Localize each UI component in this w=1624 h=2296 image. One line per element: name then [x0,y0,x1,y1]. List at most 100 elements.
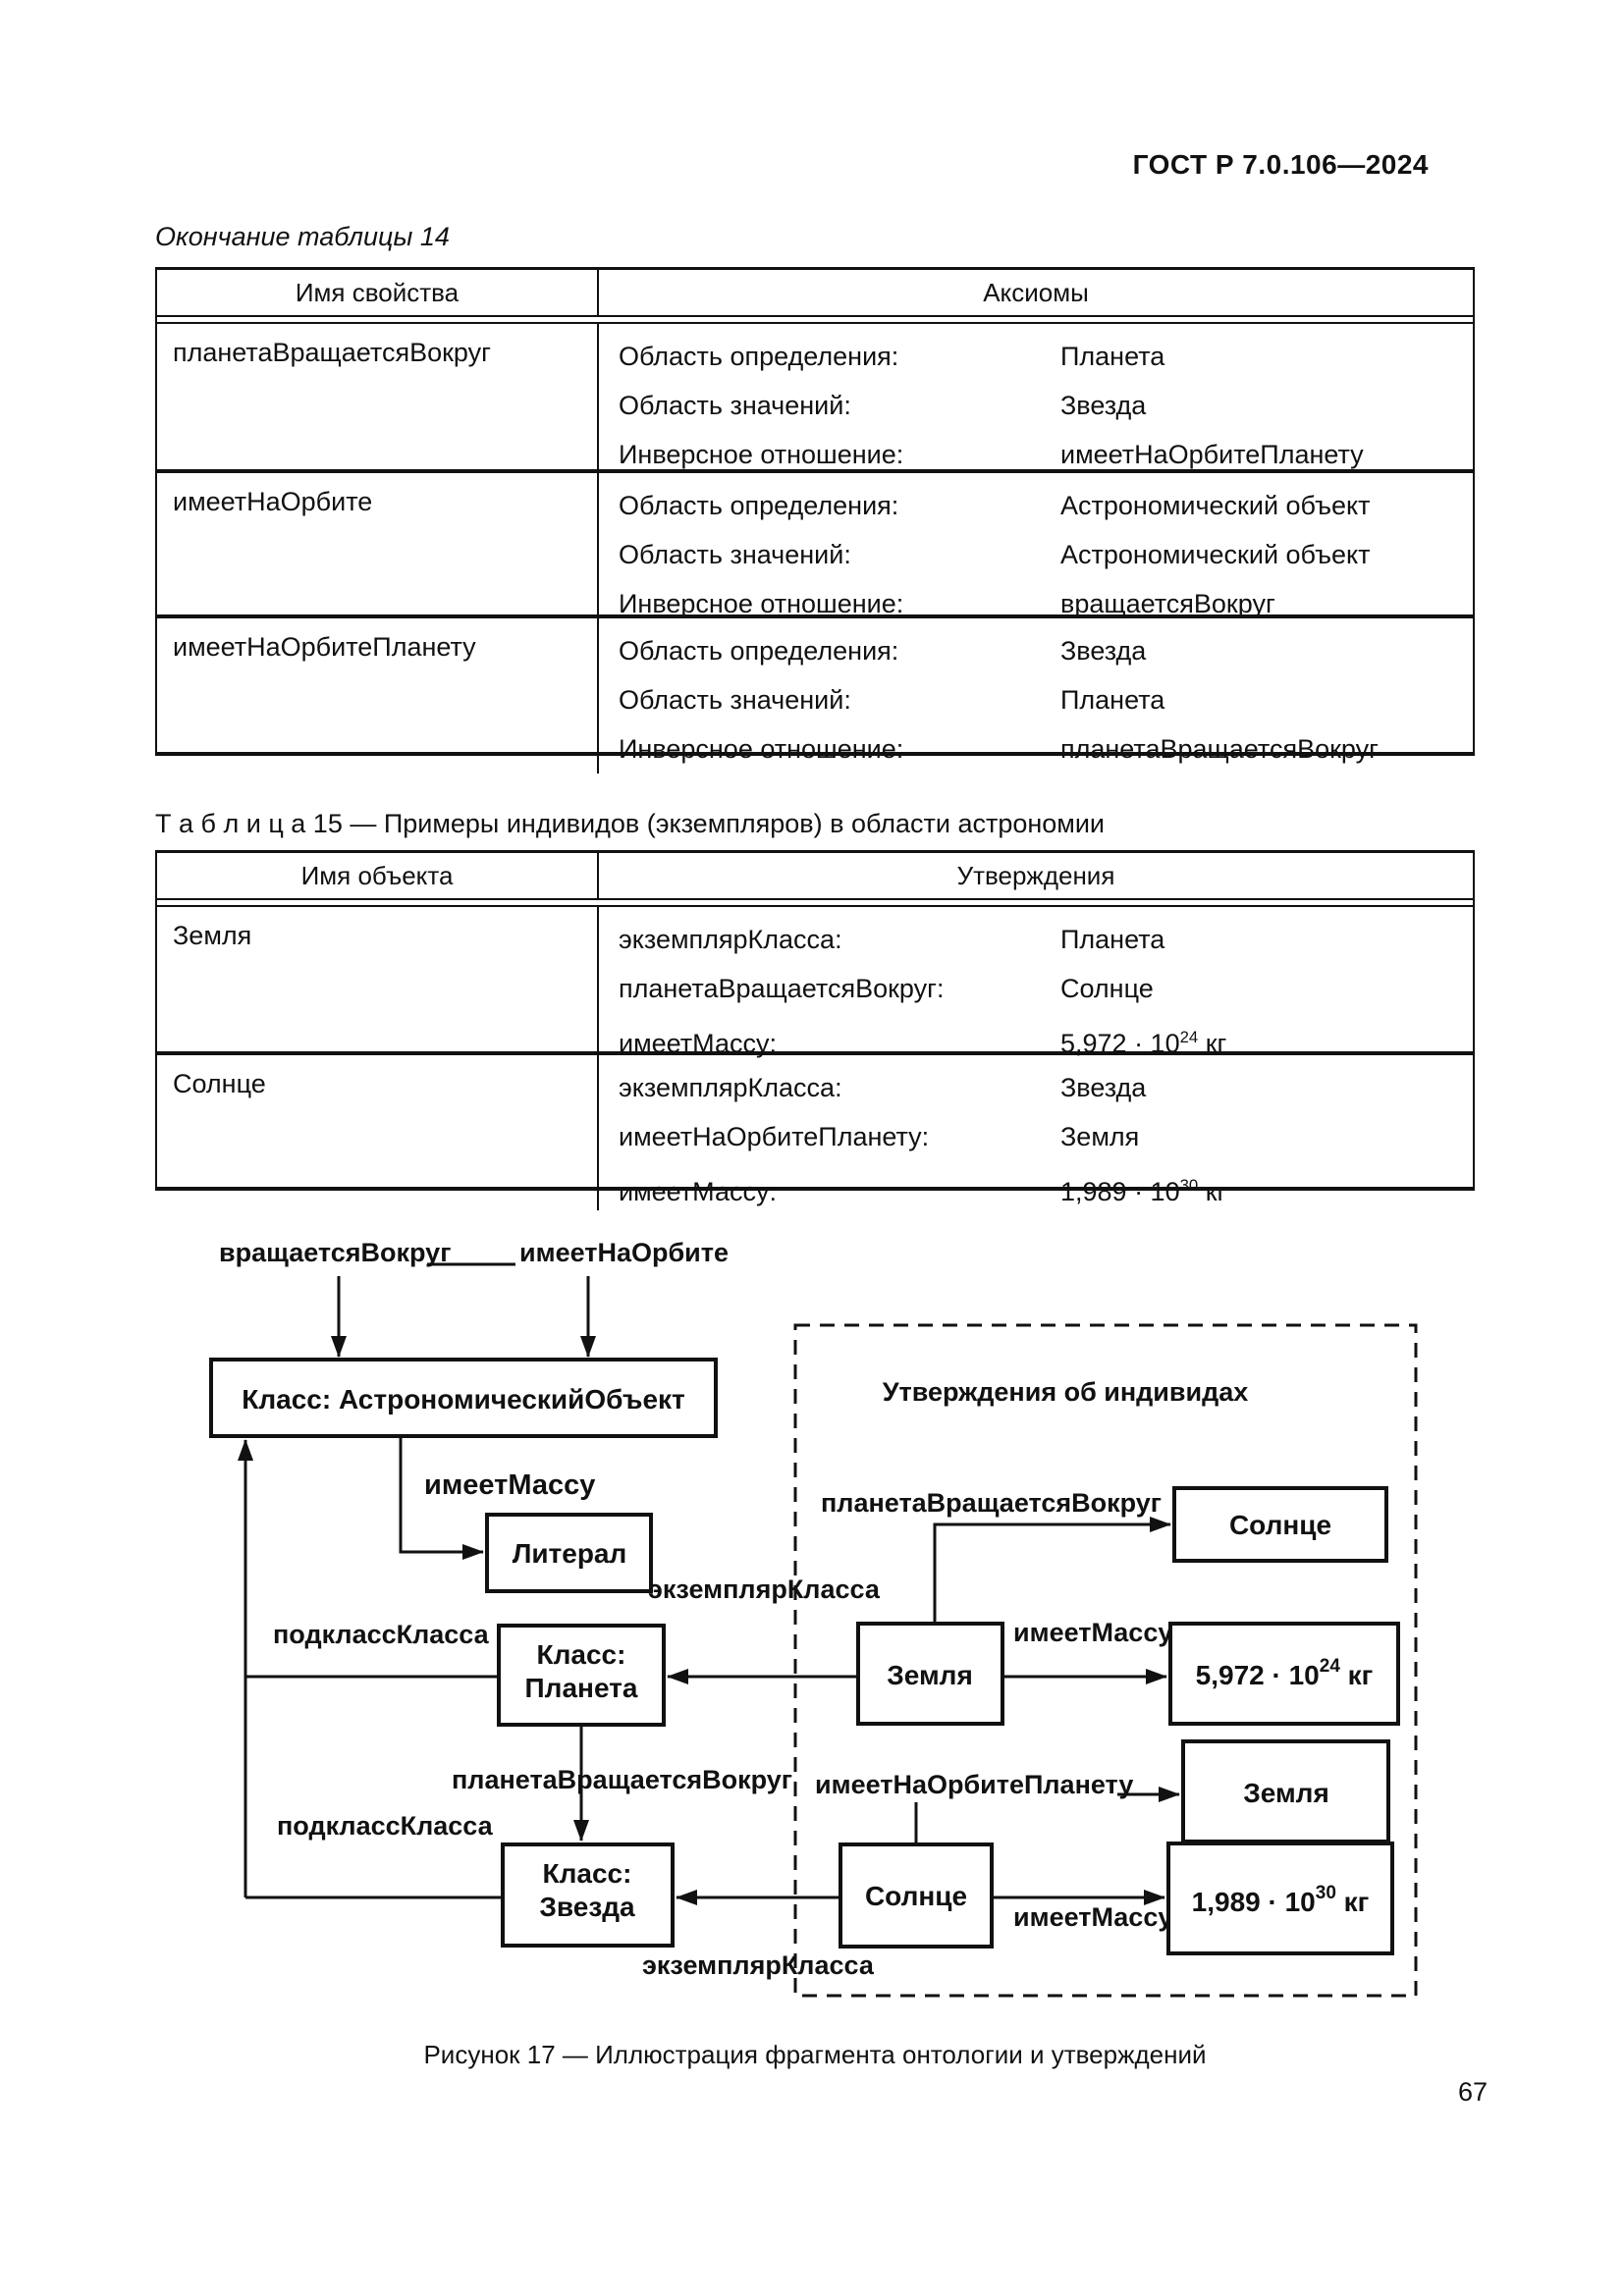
detail-label: Инверсное отношение: [619,440,904,469]
earth-individual-box [856,1622,1004,1726]
figure-caption: Рисунок 17 — Иллюстрация фрагмента онтол… [423,2040,1207,2069]
class-astronomical-object-label: Класс: АстрономическийОбъект [242,1384,685,1415]
detail-label: экземплярКласса: [619,1073,842,1102]
detail-value: Астрономический объект [1060,491,1371,520]
detail-value: Планета [1060,342,1165,371]
detail-label: Область значений: [619,685,851,715]
instance-of-top-label: экземплярКласса [648,1575,881,1604]
earth-individual-right-label: Земля [1243,1778,1329,1808]
detail-label: Область определения: [619,636,899,666]
detail-value: Звезда [1060,391,1147,420]
table15-title: Т а б л и ц а 15 — Примеры индивидов (эк… [155,809,1106,838]
detail-value: планетаВращаетсяВокруг [1060,734,1379,764]
detail-value: Земля [1060,1122,1140,1151]
sun-mass-value: 1,989 · 1030 кг [1192,1883,1370,1917]
detail-line: планетаВращаетсяВокруг: Солнце [599,964,1473,1013]
sun-individual-bottom-box [839,1842,994,1949]
class-astronomical-object-box [209,1358,718,1438]
has-mass-bottom-label: имеетМассу [1013,1902,1172,1932]
page-number: 67 [1457,2077,1488,2107]
column-header-property-name: Имя свойства [157,270,599,315]
detail-line: Область определения: Звезда [599,626,1473,675]
detail-line: Инверсное отношение: вращаетсяВокруг [599,579,1473,628]
detail-line: экземплярКласса: Звезда [599,1063,1473,1112]
detail-line: Инверсное отношение: планетаВращаетсяВокр… [599,724,1473,774]
detail-line: Область значений:Звезда [599,381,1473,430]
row-detail-cell: экземплярКласса: Планета планетаВращаетсяВ… [599,907,1473,1062]
table-14-header-row: Имя свойства Аксиомы [157,270,1473,317]
has-on-orbit-planet-label: имеетНаОрбитеПланету [815,1770,1133,1799]
table-15-body: Земля экземплярКласса: Планета планетаВраща… [157,907,1473,1210]
class-star-box [501,1842,675,1948]
detail-value: имеетНаОрбитеПланету [1060,440,1364,469]
assertions-group-box [793,1323,1418,1998]
column-header-object-name: Имя объекта [157,853,599,898]
row-detail-cell: экземплярКласса: Звезда имеетНаОрбитеПлане… [599,1055,1473,1210]
earth-to-sun-connector [933,1517,1171,1624]
class-planet-box [497,1624,666,1727]
class-planet-label-line1: Класс: [537,1639,626,1670]
row-name-cell: имеетНаОрбитеПланету [157,618,599,774]
detail-value: Звезда [1060,636,1147,666]
literal-box [485,1513,653,1593]
literal-label: Литерал [513,1538,627,1569]
row-name-cell: планетаВращаетсяВокруг [157,324,599,479]
sun-individual-top-label: Солнце [1229,1510,1331,1540]
detail-label: Область определения: [619,342,899,371]
detail-line: Область значений: Планета [599,675,1473,724]
detail-value: Планета [1060,685,1165,715]
detail-line: имеетМассу:5,972 · 1024 кг [599,1013,1473,1062]
detail-line: Область определения: Планета [599,332,1473,381]
class-planet-label-line2: Планета [525,1673,638,1703]
table-row: Земля экземплярКласса: Планета планетаВраща… [157,907,1473,1062]
column-header-statements: Утверждения [956,860,1115,890]
detail-line: имеетНаОрбитеПланету: Земля [599,1112,1473,1161]
earth-mass-value-box [1168,1622,1400,1726]
double-rule [157,317,1473,324]
detail-value: Солнце [1060,974,1154,1003]
detail-line: Инверсное отношение: имеетНаОрбитеПланету [599,430,1473,479]
detail-line: имеетМассу:1,989 · 1030 кг [599,1161,1473,1210]
detail-label: Инверсное отношение: [619,589,904,618]
planet-rotates-around-top-label: планетаВращаетсяВокруг [821,1488,1162,1518]
detail-label: Область определения: [619,491,899,520]
row-name-cell: имеетНаОрбите [157,473,599,628]
table14-continuation-label: Окончание таблицы 14 [155,222,450,251]
has-mass-connector [399,1436,484,1560]
detail-line: экземплярКласса: Планета [599,915,1473,964]
double-rule [157,900,1473,907]
assertions-group-title: Утверждения об индивидах [883,1377,1249,1407]
detail-label: имеетНаОрбитеПланету: [619,1122,930,1151]
detail-label: экземплярКласса: [619,925,842,954]
row-name-cell: Земля [157,907,599,1062]
detail-value: Планета [1060,925,1165,954]
detail-value: вращаетсяВокруг [1060,589,1275,618]
detail-label: планетаВращаетсяВокруг: [619,974,945,1003]
column-header-axioms: Аксиомы [983,277,1089,307]
table-14: Имя свойства Аксиомы планетаВращаетсяВок… [155,267,1475,774]
table-row: имеетНаОрбите Область определения: Астроно… [157,469,1473,628]
document-number: ГОСТ Р 7.0.106—2024 [1132,149,1429,180]
has-mass-top-label: имеетМассу [1013,1618,1172,1647]
has-on-orbit-label: имеетНаОрбите [519,1238,729,1267]
sun-individual-top-box [1172,1486,1388,1563]
detail-value: Звезда [1060,1073,1147,1102]
earth-mass-value: 5,972 · 1024 кг [1196,1656,1374,1690]
detail-label: Инверсное отношение: [619,734,904,764]
detail-label: имеетМассу: [619,1029,777,1058]
detail-label: имеетМассу: [619,1177,777,1206]
detail-line: Область значений:Астрономический объект [599,530,1473,579]
instance-of-bottom-label: экземплярКласса [642,1950,875,1980]
detail-line: Область определения: Астрономический объе… [599,481,1473,530]
rotates-around-label: вращаетсяВокруг [219,1238,451,1267]
subclass-of-bottom-label: подклассКласса [277,1811,494,1841]
sun-individual-bottom-label: Солнце [865,1881,967,1911]
